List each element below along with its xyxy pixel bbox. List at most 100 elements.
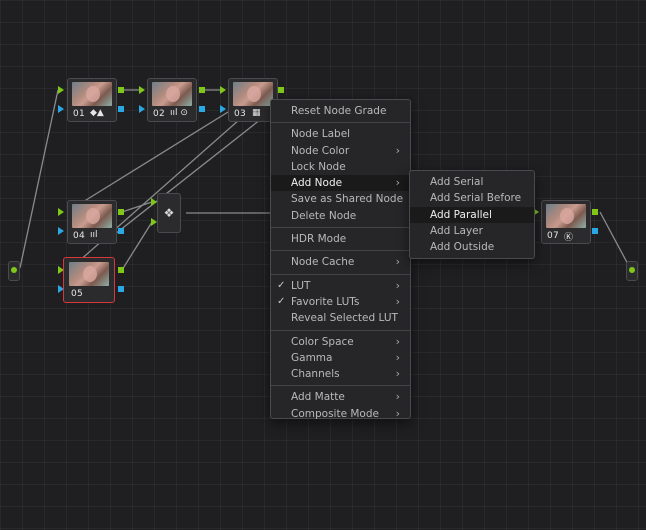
menu-separator <box>271 122 410 124</box>
menu-item-channels[interactable]: Channels › <box>271 366 410 382</box>
chevron-right-icon: › <box>395 143 400 157</box>
node-label: 03 <box>234 109 247 119</box>
rgb-input-port[interactable] <box>533 208 539 216</box>
node-thumbnail <box>72 204 112 228</box>
alpha-input-port[interactable] <box>58 105 64 113</box>
alpha-input-port[interactable] <box>58 227 64 235</box>
menu-item-gamma[interactable]: Gamma › <box>271 350 410 366</box>
node-thumbnail <box>233 82 273 106</box>
alpha-output-port[interactable] <box>118 228 124 234</box>
node-thumbnail <box>546 204 586 228</box>
menu-item-label: Reset Node Grade <box>291 105 387 117</box>
menu-separator <box>271 329 410 331</box>
menu-separator <box>271 250 410 252</box>
alpha-output-port[interactable] <box>592 228 598 234</box>
chevron-right-icon: › <box>395 350 400 364</box>
chevron-right-icon: › <box>395 255 400 269</box>
menu-item-add-serial[interactable]: Add Serial <box>410 174 534 190</box>
rgb-output-port[interactable] <box>118 87 124 93</box>
menu-item-favorite-luts[interactable]: Favorite LUTs✓› <box>271 294 410 310</box>
menu-item-add-node[interactable]: Add Node› <box>271 175 410 192</box>
alpha-output-port[interactable] <box>118 286 124 292</box>
menu-item-label: Save as Shared Node <box>291 193 404 206</box>
menu-item-label: Add Layer <box>430 224 483 237</box>
rgb-output-port[interactable] <box>278 87 284 93</box>
menu-item-color-space[interactable]: Color Space › <box>271 334 410 350</box>
menu-item-label: Color Space <box>291 335 354 348</box>
rgb-output-port[interactable] <box>592 209 598 215</box>
chevron-right-icon: › <box>395 406 400 420</box>
menu-item-label: Channels <box>291 368 340 381</box>
menu-item-node-label[interactable]: Node Label <box>271 126 410 142</box>
menu-item-hdr-mode[interactable]: HDR Mode <box>271 231 410 247</box>
alpha-output-port[interactable] <box>118 106 124 112</box>
rgb-output-port[interactable] <box>199 87 205 93</box>
alpha-input-port[interactable] <box>58 285 64 293</box>
curves-and-qualifier-icon: ııl ⊙ <box>170 108 188 118</box>
menu-item-add-layer[interactable]: Add Layer <box>410 223 534 239</box>
checkmark-icon: ✓ <box>277 295 286 307</box>
node-04[interactable]: 04 ııl <box>67 200 117 244</box>
menu-item-composite-mode[interactable]: Composite Mode› <box>271 406 410 422</box>
alpha-output-port[interactable] <box>199 106 205 112</box>
menu-item-delete-node[interactable]: Delete Node <box>271 208 410 224</box>
rgb-input-port[interactable] <box>58 266 64 274</box>
layer-mixer-node[interactable]: ❖ <box>157 193 181 233</box>
node-02[interactable]: 02 ııl ⊙ <box>147 78 197 122</box>
menu-item-node-cache[interactable]: Node Cache› <box>271 254 410 270</box>
rgb-input-port[interactable] <box>58 86 64 94</box>
menu-item-label: Node Color <box>291 144 350 157</box>
node-label: 04 <box>73 231 86 241</box>
menu-item-lut[interactable]: LUT✓› <box>271 278 410 294</box>
menu-separator <box>271 273 410 275</box>
menu-item-reveal-selected-lut[interactable]: Reveal Selected LUT <box>271 310 410 326</box>
menu-separator <box>271 227 410 229</box>
menu-item-add-matte[interactable]: Add Matte› <box>271 389 410 405</box>
node-05[interactable]: 05 <box>63 257 115 303</box>
menu-item-label: Add Outside <box>430 241 495 254</box>
node-label: 01 <box>73 109 86 119</box>
wire-04-to-mixer <box>121 201 153 213</box>
chevron-right-icon: › <box>395 334 400 348</box>
rgb-input-port[interactable] <box>58 208 64 216</box>
menu-item-label: Delete Node <box>291 209 357 222</box>
menu-item-label: Gamma <box>291 351 333 364</box>
menu-item-reset-node-grade[interactable]: Reset Node Grade <box>271 103 410 119</box>
node-label: 02 <box>153 109 166 119</box>
wire-07-to-output <box>599 211 631 269</box>
menu-item-node-color[interactable]: Node Color › <box>271 143 410 159</box>
menu-item-add-serial-before[interactable]: Add Serial Before <box>410 190 534 206</box>
rgb-output-port[interactable] <box>118 209 124 215</box>
menu-item-lock-node[interactable]: Lock Node <box>271 159 410 175</box>
node-thumbnail <box>72 82 112 106</box>
menu-item-save-as-shared-node[interactable]: Save as Shared Node <box>271 191 410 207</box>
rgb-input-port[interactable] <box>220 86 226 94</box>
alpha-input-port[interactable] <box>220 105 226 113</box>
chevron-right-icon: › <box>395 390 400 404</box>
layers-icon: ❖ <box>163 206 175 220</box>
key-mixer-icon: Ⓚ <box>564 233 574 243</box>
alpha-input-port[interactable] <box>139 105 145 113</box>
menu-item-label: Favorite LUTs <box>291 295 360 308</box>
menu-item-add-parallel[interactable]: Add Parallel <box>410 206 534 223</box>
node-01[interactable]: 01 ◆▲ <box>67 78 117 122</box>
source-input-node[interactable] <box>8 261 20 281</box>
node-07[interactable]: 07 Ⓚ <box>541 200 591 244</box>
mixer-input-port-2[interactable] <box>151 218 157 226</box>
rgb-output-port[interactable] <box>118 267 124 273</box>
output-node[interactable] <box>626 261 638 281</box>
wire-03-to-mixer <box>109 111 271 239</box>
menu-item-add-outside[interactable]: Add Outside <box>410 239 534 255</box>
wire-05-to-mixer <box>121 221 153 271</box>
menu-separator <box>271 385 410 387</box>
rgb-input-port[interactable] <box>139 86 145 94</box>
menu-item-label: LUT <box>291 279 311 292</box>
chevron-right-icon: › <box>395 367 400 381</box>
curves-icon: ııl <box>90 230 98 240</box>
node-thumbnail <box>69 262 109 286</box>
mixer-input-port-1[interactable] <box>151 198 157 206</box>
color-warp-icon: ◆▲ <box>90 108 104 118</box>
menu-item-label: Lock Node <box>291 160 346 173</box>
